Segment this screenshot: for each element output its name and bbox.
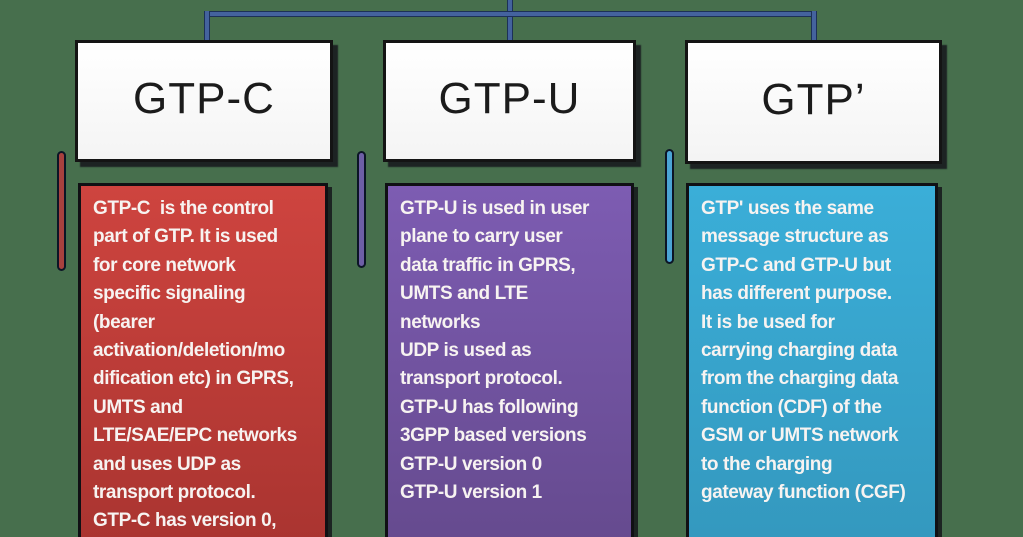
gtp-prime-title: GTP’ [761,75,866,124]
connector-drop-left [204,11,210,40]
gtp-u-description: GTP-U is used in user plane to carry use… [400,198,590,504]
gtp-c-description-box: GTP-C is the control part of GTP. It is … [78,183,328,537]
gtp-u-title: GTP-U [438,74,581,123]
gtp-prime-header-box: GTP’ [685,40,942,164]
gtp-prime-description-box: GTP' uses the same message structure as … [686,183,938,537]
gtp-c-accent-bar [57,151,66,271]
gtp-u-accent-bar [357,151,366,268]
gtp-c-title: GTP-C [133,74,275,123]
gtp-u-description-box: GTP-U is used in user plane to carry use… [385,183,634,537]
gtp-prime-description: GTP' uses the same message structure as … [701,198,906,504]
gtp-prime-accent-bar [665,149,674,264]
connector-drop-right [811,11,817,40]
connector-stub-top [507,0,513,40]
connector-horizontal [204,11,817,17]
gtp-c-header-box: GTP-C [75,40,333,162]
gtp-u-header-box: GTP-U [383,40,636,162]
gtp-c-description: GTP-C is the control part of GTP. It is … [93,198,297,532]
